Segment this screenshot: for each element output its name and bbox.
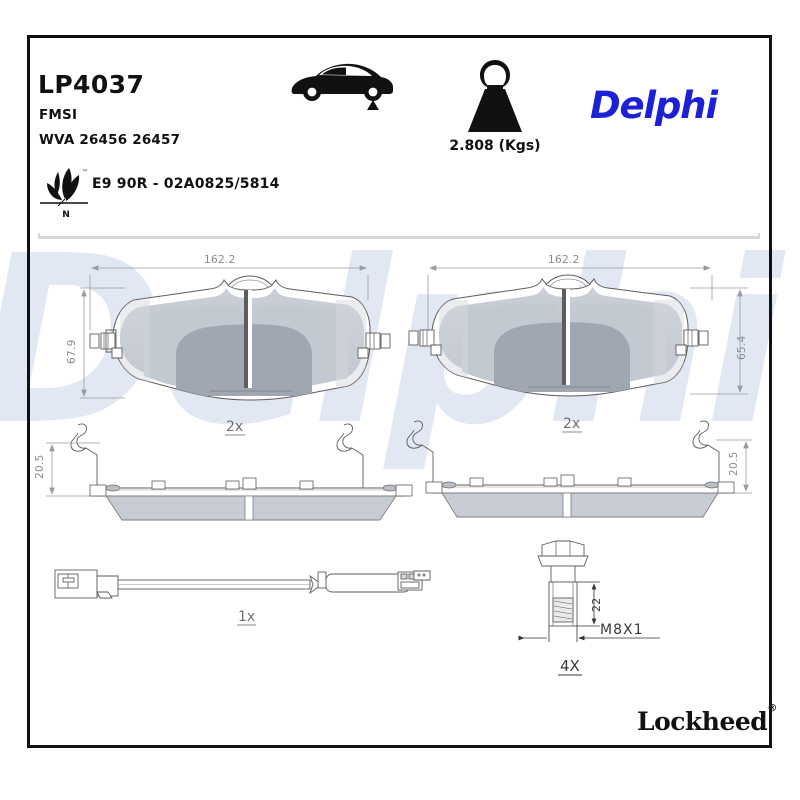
bolt-thread-value: M8X1	[600, 622, 644, 638]
svg-text:2x: 2x	[563, 416, 580, 432]
bolt-length-value: 22	[590, 597, 603, 612]
pad-right-spring-clips	[406, 420, 720, 485]
eco-leaf-icon: ™ N	[38, 166, 98, 224]
bolt-thread-dimension	[518, 626, 660, 642]
eco-mark-letter: N	[62, 210, 70, 220]
pad-left-height-value: 67.9	[66, 339, 78, 364]
wear-sensor-quantity: 1x	[237, 609, 256, 626]
lockheed-logo: Lockheed®	[637, 703, 777, 736]
car-rear-axle-icon	[286, 58, 396, 110]
registered-mark: ®	[767, 702, 777, 714]
pad-left-retaining-ears	[89, 329, 391, 359]
pad-right-body	[431, 274, 689, 397]
pad-right-height-dimension	[690, 287, 748, 395]
svg-text:™: ™	[82, 169, 88, 176]
pad-left-width-value: 162.2	[204, 254, 236, 266]
pad-left-thickness-value: 20.5	[34, 454, 46, 479]
pad-left-assembly: 2x	[46, 265, 413, 521]
delphi-logo: Delphi	[590, 84, 718, 127]
part-number: LP4037	[38, 70, 145, 99]
pad-left-height-dimension	[80, 287, 125, 399]
header: LP4037 FMSI WVA 26456 26457 2.80	[38, 48, 762, 228]
pad-right-retaining-ears	[408, 329, 709, 356]
wva-label: WVA 26456 26457	[39, 132, 181, 148]
svg-text:2x: 2x	[226, 419, 243, 435]
wear-sensor-icon	[54, 569, 431, 599]
pad-left-quantity: 2x	[225, 419, 245, 436]
fmsi-label: FMSI	[39, 107, 78, 123]
weight-value: 2.808 (Kgs)	[449, 138, 541, 154]
pad-right-assembly: 2x	[406, 265, 752, 518]
pad-right-width-dimension	[427, 265, 713, 330]
svg-text:4X: 4X	[560, 657, 580, 675]
hex-bolt-icon	[537, 540, 589, 627]
bolt-length-dimension	[577, 581, 600, 627]
svg-text:1x: 1x	[238, 609, 255, 625]
lockheed-wordmark: Lockheed	[637, 707, 768, 736]
header-divider	[38, 233, 760, 239]
weight-kettlebell-icon: 2.808 (Kgs)	[430, 56, 560, 156]
pad-right-quantity: 2x	[562, 416, 582, 433]
pad-right-side-view	[425, 474, 735, 518]
pad-left-side-view	[89, 477, 413, 521]
pad-left-body	[112, 275, 371, 401]
pad-left-spring-clips	[70, 423, 364, 488]
pad-right-height-value: 65.4	[736, 335, 748, 360]
pad-right-width-value: 162.2	[548, 254, 580, 266]
bolt-quantity: 4X	[558, 657, 582, 676]
pad-right-thickness-value: 20.5	[728, 451, 740, 476]
homologation-code: E9 90R - 02A0825/5814	[92, 176, 280, 192]
page-frame	[27, 35, 772, 748]
pad-left-width-dimension	[89, 265, 369, 330]
